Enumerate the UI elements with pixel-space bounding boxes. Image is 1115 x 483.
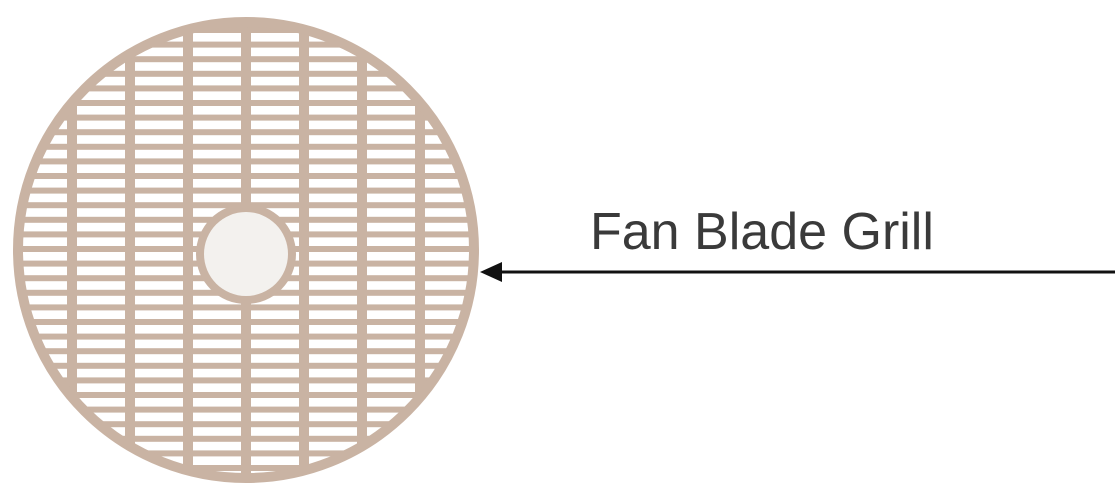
grill-slats	[20, 24, 472, 476]
grill-hub	[204, 212, 288, 296]
callout-arrow-head	[480, 262, 502, 282]
grill-vertical-rib	[183, 24, 193, 476]
grill-vertical-rib	[299, 24, 309, 476]
grill-vertical-rib	[357, 24, 367, 476]
grill-vertical-rib	[67, 24, 77, 476]
arrow-left-icon	[480, 262, 1115, 282]
grill-vertical-rib	[125, 24, 135, 476]
fan-grill-icon	[13, 17, 479, 483]
grill-vertical-rib	[415, 24, 425, 476]
callout-label: Fan Blade Grill	[590, 203, 934, 261]
grill-rim	[13, 17, 479, 483]
